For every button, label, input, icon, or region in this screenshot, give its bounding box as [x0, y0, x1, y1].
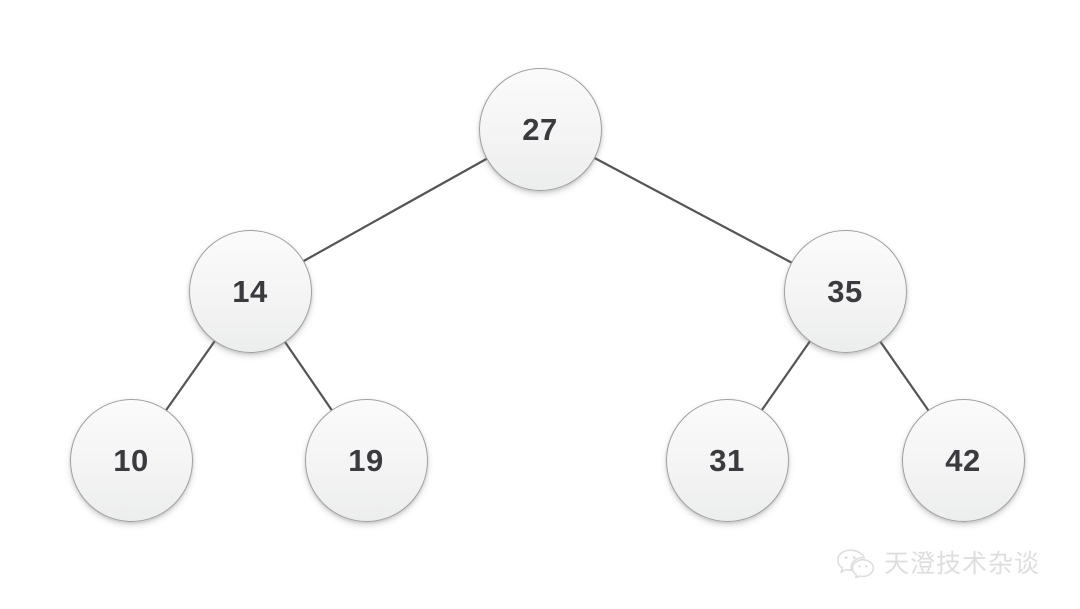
watermark: 天澄技术杂谈 — [836, 548, 1040, 578]
tree-edge-n35-n42 — [878, 339, 930, 412]
tree-edge-n14-n10 — [164, 339, 217, 412]
tree-node-label: 35 — [827, 273, 863, 309]
tree-node-31[interactable]: 31 — [665, 398, 789, 522]
tree-node-label: 19 — [348, 442, 384, 478]
tree-edge-root-n35 — [592, 156, 793, 264]
tree-edge-n35-n31 — [760, 339, 812, 412]
wechat-icon — [836, 548, 876, 578]
tree-node-42[interactable]: 42 — [901, 398, 1025, 522]
tree-node-14[interactable]: 14 — [188, 229, 312, 353]
tree-node-label: 42 — [945, 442, 981, 478]
tree-node-35[interactable]: 35 — [783, 229, 907, 353]
tree-node-27[interactable]: 27 — [478, 67, 602, 191]
tree-edge-root-n14 — [301, 157, 489, 263]
watermark-text: 天澄技术杂谈 — [884, 548, 1041, 578]
tree-node-label: 31 — [709, 442, 745, 478]
tree-node-10[interactable]: 10 — [69, 398, 193, 522]
tree-edge-n14-n19 — [283, 339, 333, 412]
tree-node-label: 14 — [232, 273, 268, 309]
tree-node-label: 27 — [522, 111, 558, 147]
tree-node-19[interactable]: 19 — [304, 398, 428, 522]
tree-node-label: 10 — [113, 442, 149, 478]
